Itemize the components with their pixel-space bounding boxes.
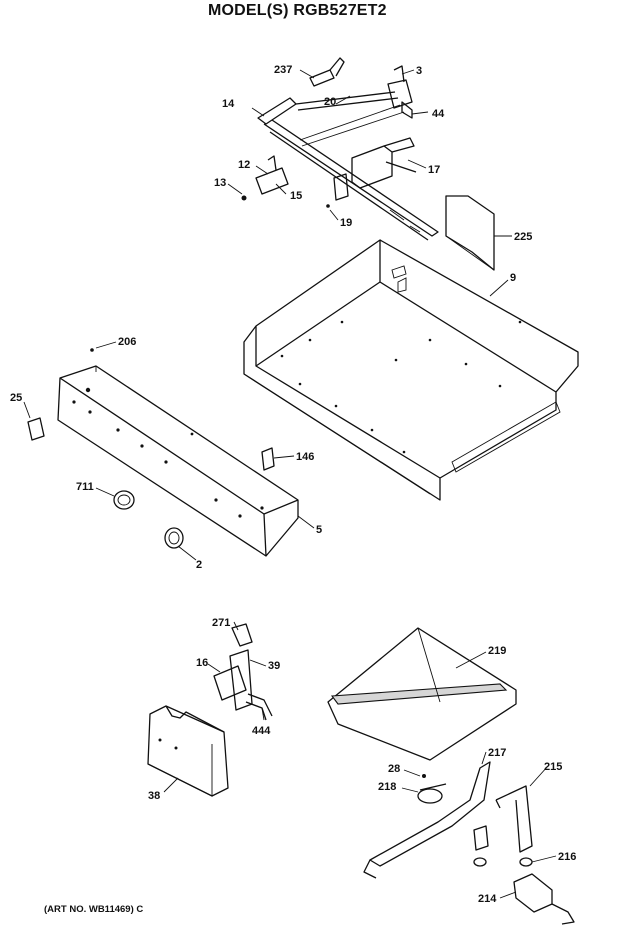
manifold-assembly — [241, 57, 439, 241]
burner-box-9 — [243, 239, 579, 501]
callout-39: 39 — [268, 660, 280, 672]
callout-225: 225 — [514, 231, 532, 243]
callout-271: 271 — [212, 617, 230, 629]
callout-15: 15 — [290, 190, 302, 202]
callout-216: 216 — [558, 851, 576, 863]
lower-right-assembly — [327, 627, 575, 925]
art-number: (ART NO. WB11469) C — [44, 904, 144, 915]
small-parts-row — [27, 348, 275, 549]
callout-16: 16 — [196, 657, 208, 669]
callout-14: 14 — [222, 98, 235, 110]
callout-215: 215 — [544, 761, 562, 773]
callout-219: 219 — [488, 645, 506, 657]
heat-shield-225 — [445, 195, 495, 271]
callout-217: 217 — [488, 747, 506, 759]
leader-lines — [23, 69, 557, 899]
control-panel-5 — [57, 365, 299, 557]
lower-left-assembly — [147, 623, 273, 797]
callout-206: 206 — [118, 336, 136, 348]
callout-444: 444 — [252, 725, 271, 737]
callout-711: 711 — [76, 481, 94, 493]
callout-44: 44 — [432, 108, 445, 120]
callout-28: 28 — [388, 763, 400, 775]
callout-19: 19 — [340, 217, 352, 229]
callout-2: 2 — [196, 559, 202, 571]
callout-38: 38 — [148, 790, 160, 802]
callout-218: 218 — [378, 781, 396, 793]
callout-9: 9 — [510, 272, 516, 284]
callout-25: 25 — [10, 392, 22, 404]
callout-13: 13 — [214, 177, 226, 189]
callout-237: 237 — [274, 64, 292, 76]
callout-12: 12 — [238, 159, 250, 171]
callout-17: 17 — [428, 164, 440, 176]
callout-labels: 237 3 14 20 44 12 17 13 15 19 225 9 206 … — [10, 64, 576, 905]
callout-5: 5 — [316, 524, 322, 536]
callout-146: 146 — [296, 451, 314, 463]
diagram-title: MODEL(S) RGB527ET2 — [208, 2, 387, 19]
callout-214: 214 — [478, 893, 497, 905]
callout-3: 3 — [416, 65, 422, 77]
callout-20: 20 — [324, 96, 336, 108]
